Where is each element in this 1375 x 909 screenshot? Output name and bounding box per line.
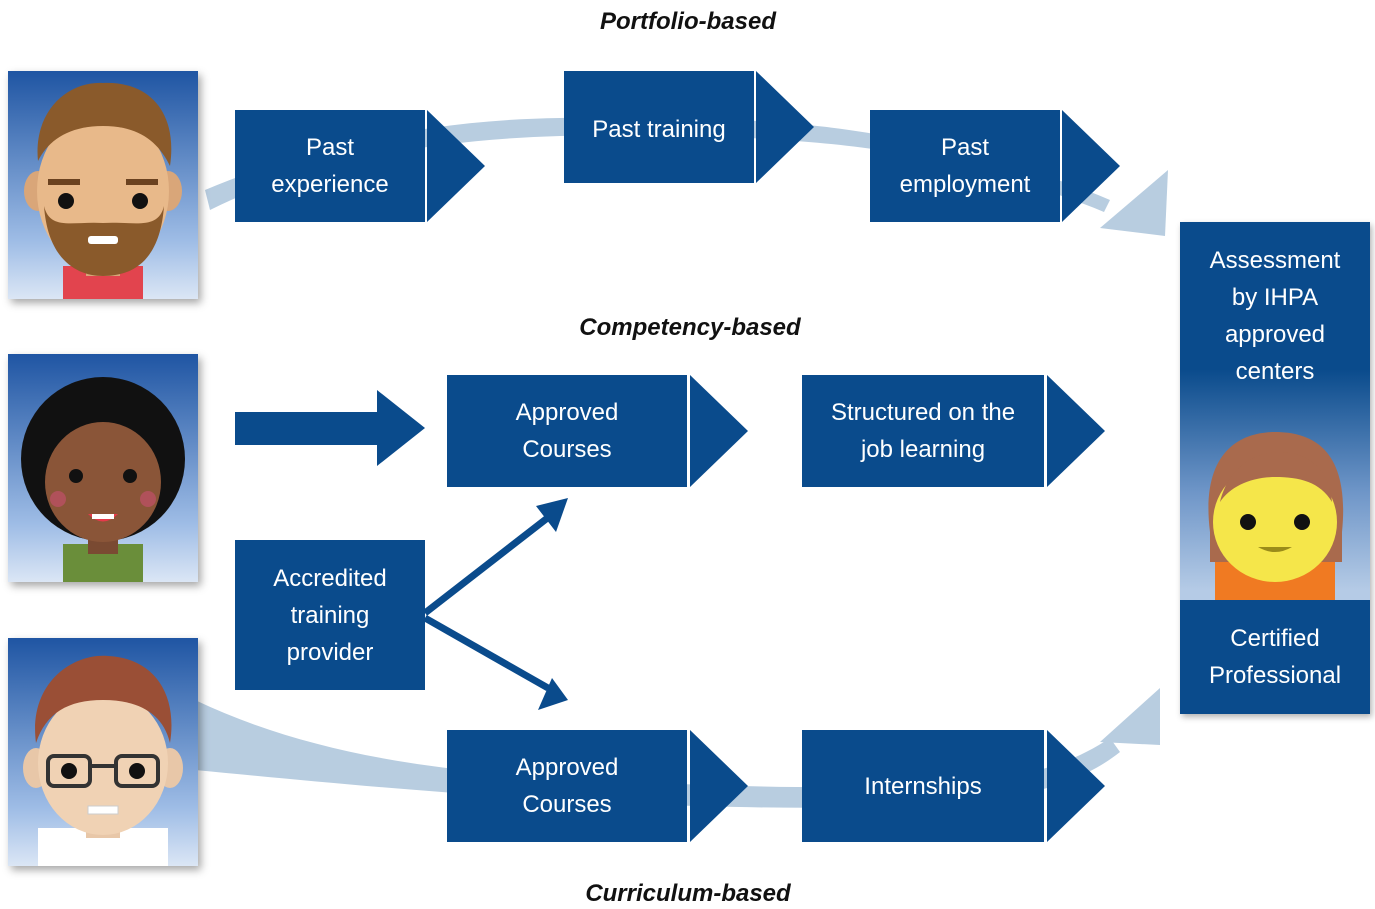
internships-chevron: [1047, 730, 1105, 842]
provider-to-competency-arrowhead: [536, 498, 568, 532]
portfolio-flow-arrowhead: [1100, 170, 1168, 236]
provider-to-curriculum-arrowhead: [538, 678, 568, 710]
past-training-box: Past training: [564, 71, 754, 183]
structured-learning-chevron: [1047, 375, 1105, 487]
curriculum-flow-arrowhead: [1100, 688, 1160, 745]
competency-heading: Competency-based: [579, 314, 801, 341]
competency-entry-arrow: [235, 390, 425, 466]
avatar-glasses-man: [8, 638, 198, 866]
avatar-bearded-man: [8, 71, 198, 299]
past-experience-chevron: [427, 110, 485, 222]
curriculum-flow-band: [195, 700, 1120, 808]
approved-courses-competency-chevron: [690, 375, 748, 487]
internships-box: Internships: [802, 730, 1044, 842]
avatar-certified-woman: [1208, 432, 1344, 602]
provider-to-competency-line: [422, 513, 553, 616]
portfolio-heading: Portfolio-based: [599, 8, 776, 35]
past-employment-chevron: [1062, 110, 1120, 222]
provider-to-curriculum-line: [423, 614, 550, 692]
provider-branch-arrows: [422, 498, 568, 710]
avatar-curly-woman: [8, 354, 198, 582]
past-training-chevron: [756, 71, 814, 183]
curriculum-heading: Curriculum-based: [585, 880, 791, 907]
approved-courses-curriculum-chevron: [690, 730, 748, 842]
